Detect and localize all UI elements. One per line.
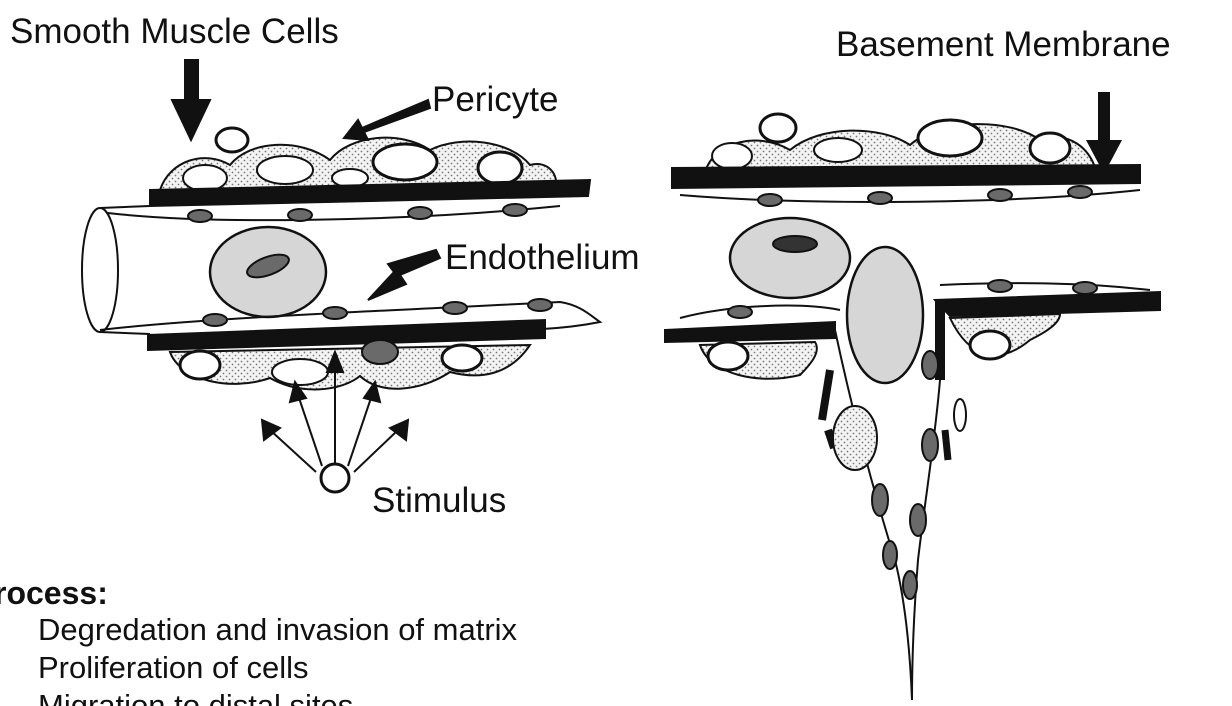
label-smooth-muscle-cells: Smooth Muscle Cells [10,14,339,49]
stimulus-source [321,464,349,492]
label-stimulus: Stimulus [372,483,506,518]
right-upper-basement-membrane [672,165,1140,188]
process-title: rocess: [0,575,108,612]
right-vessel [665,114,1160,700]
smooth-muscle-arrow [172,60,210,140]
label-basement-membrane: Basement Membrane [836,27,1171,62]
endothelium-arrow [368,250,440,300]
process-step-1: Degredation and invasion of matrix [38,612,517,648]
process-step-2: Proliferation of cells [38,650,309,686]
pericyte-arrow [344,100,430,140]
label-endothelium: Endothelium [445,240,640,275]
right-upper-smooth-muscle [705,114,1095,172]
label-pericyte: Pericyte [432,82,558,117]
process-step-3: Migration to distal sites [38,688,353,706]
